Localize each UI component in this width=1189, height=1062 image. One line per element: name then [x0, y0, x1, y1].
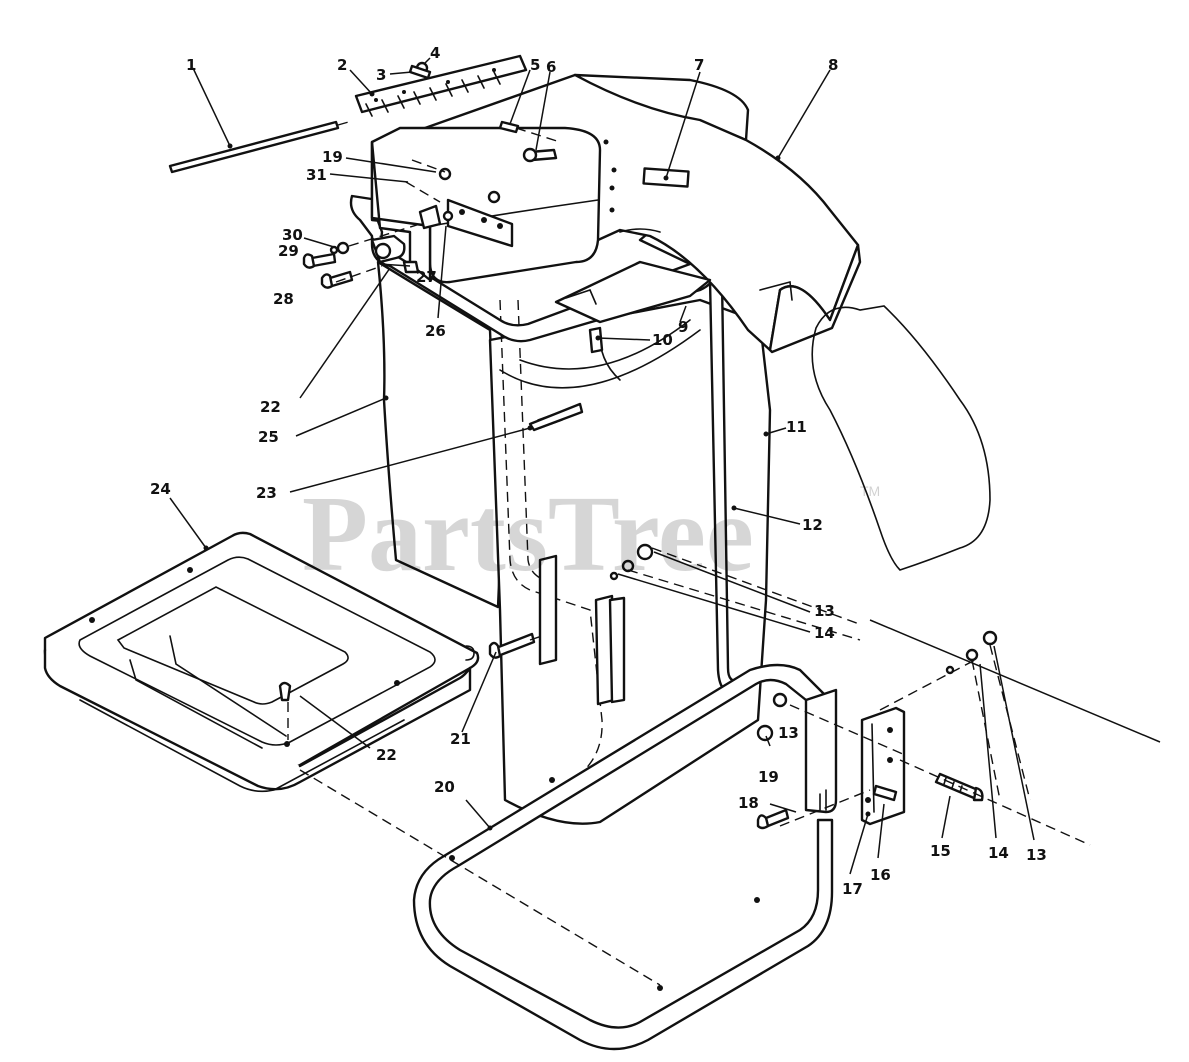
callout-22-bottom: 22 — [376, 746, 397, 764]
watermark: PartsTree — [302, 475, 754, 594]
side-panel — [811, 305, 991, 571]
callouts: 1 2 3 4 5 6 7 8 19 31 30 29 27 28 26 22 … — [150, 44, 1047, 898]
callout-28: 28 — [273, 290, 294, 308]
callout-8: 8 — [828, 56, 838, 74]
callout-20: 20 — [434, 778, 455, 796]
callout-7: 7 — [694, 56, 704, 74]
callout-27: 27 — [416, 268, 437, 286]
callout-31: 31 — [306, 166, 327, 184]
hinge-rod — [168, 120, 340, 174]
trademark: TM — [860, 483, 880, 499]
callout-23: 23 — [256, 484, 277, 502]
callout-1: 1 — [186, 56, 196, 74]
callout-17: 17 — [842, 880, 863, 898]
callout-14-right: 14 — [988, 844, 1009, 862]
callout-11: 11 — [786, 418, 807, 436]
callout-25: 25 — [258, 428, 279, 446]
leader-dots — [203, 91, 871, 831]
callout-24: 24 — [150, 480, 171, 498]
chute-opening — [554, 260, 712, 324]
hinge-strip — [354, 54, 528, 117]
callout-13-right: 13 — [778, 724, 799, 742]
callout-19-bottom: 19 — [758, 768, 779, 786]
assembly-lines — [287, 120, 1091, 986]
callout-6: 6 — [546, 58, 556, 76]
callout-30: 30 — [282, 226, 303, 244]
side-hardware — [302, 241, 420, 289]
callout-16: 16 — [870, 866, 891, 884]
washer-3 — [408, 64, 432, 80]
leader-lines — [169, 57, 1035, 875]
callout-10: 10 — [652, 331, 673, 349]
nut-19 — [756, 724, 774, 742]
bracket-10 — [588, 326, 604, 354]
callout-5: 5 — [530, 56, 540, 74]
callout-19-top: 19 — [322, 148, 343, 166]
base-frame — [412, 663, 834, 1051]
callout-4: 4 — [430, 44, 440, 62]
bolt-23 — [528, 402, 584, 432]
bolt-15 — [934, 772, 980, 800]
callout-18: 18 — [738, 794, 759, 812]
callout-29: 29 — [278, 242, 299, 260]
callout-12: 12 — [802, 516, 823, 534]
base-tray — [43, 531, 480, 793]
lower-brackets — [488, 543, 654, 706]
callout-13-far: 13 — [1026, 846, 1047, 864]
callout-21: 21 — [450, 730, 471, 748]
callout-13-mid: 13 — [814, 602, 835, 620]
callout-14-mid: 14 — [814, 624, 835, 642]
callout-3: 3 — [376, 66, 386, 84]
callout-15: 15 — [930, 842, 951, 860]
callout-2: 2 — [337, 56, 347, 74]
adapter-cover — [370, 126, 602, 284]
callout-22-top: 22 — [260, 398, 281, 416]
callout-26: 26 — [425, 322, 446, 340]
callout-9: 9 — [678, 318, 688, 336]
